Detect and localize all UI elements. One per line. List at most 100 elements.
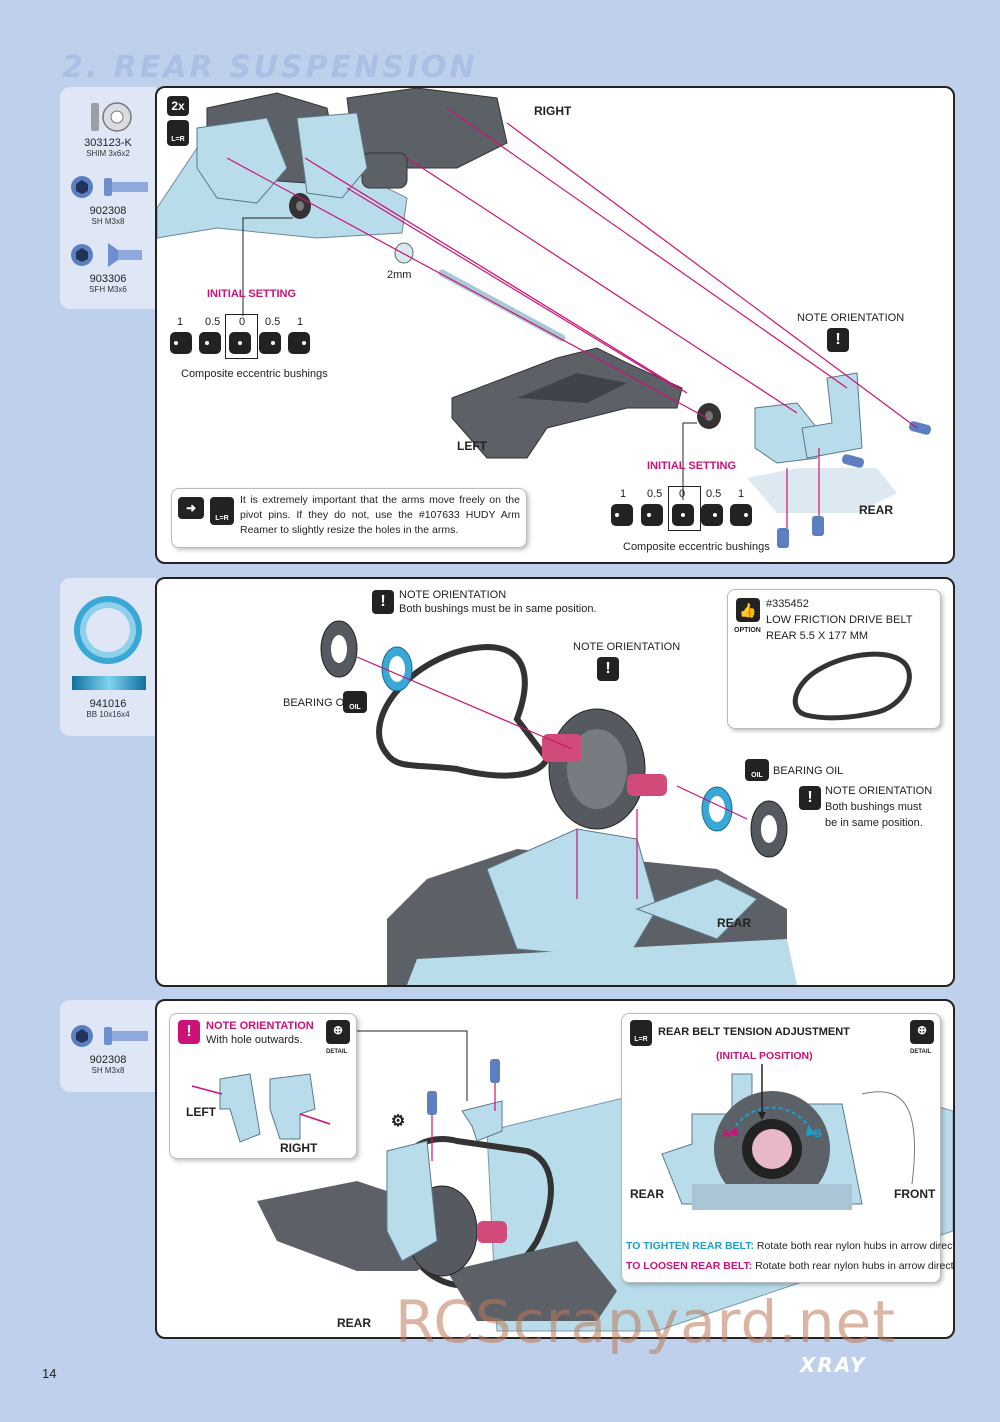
note-title: NOTE ORIENTATION — [206, 1020, 314, 1032]
step3-parts-sidebar: 902308 SH M3x8 — [60, 1000, 156, 1092]
tension-adjustment-box: L=R REAR BELT TENSION ADJUSTMENT ⊕ DETAI… — [621, 1013, 953, 1283]
bushing-icon — [229, 332, 251, 354]
note1-title: NOTE ORIENTATION — [399, 589, 507, 601]
note2-line-1: Both bushings must — [825, 801, 922, 813]
oil-icon: OIL — [745, 759, 769, 781]
sh-screw-icon — [71, 176, 148, 198]
bushing-scale-1-0: 0 — [239, 316, 246, 328]
step3-panel: ! NOTE ORIENTATION With hole outwards. ⊕… — [155, 999, 955, 1339]
gears-check-icon: ⚙ — [390, 1113, 406, 1130]
page-number: 14 — [42, 1366, 57, 1381]
loosen-row: TO LOOSEN REAR BELT: Rotate both rear ny… — [626, 1260, 955, 1272]
bushings-caption-1: Composite eccentric bushings — [181, 368, 328, 380]
option-line-3: REAR 5.5 X 177 MM — [766, 630, 869, 642]
bushing-icon — [672, 504, 694, 526]
quantity-badge: 2x — [167, 96, 189, 116]
rear-label: REAR — [717, 916, 752, 930]
tip-text: It is extremely important that the arms … — [240, 494, 520, 536]
bushing-scale-2-05l: 0.5 — [647, 488, 663, 500]
step2-panel: ! NOTE ORIENTATION Both bushings must be… — [155, 577, 955, 987]
note2-title: NOTE ORIENTATION — [825, 785, 933, 797]
bushing-scale-1-1l: 1 — [177, 316, 184, 328]
exclamation-icon: ! — [827, 328, 849, 352]
exclamation-icon: ! — [597, 657, 619, 681]
section-title: 2. REAR SUSPENSION — [62, 50, 478, 85]
tip-box: ➜ L=R It is extremely important that the… — [171, 488, 527, 548]
option-line-1: #335452 — [766, 598, 809, 610]
left-label: LEFT — [457, 439, 487, 453]
step1-parts-sidebar: 303123-K SHIM 3x6x2 902308 SH M3x8 90330… — [60, 87, 156, 309]
part-303123k: 303123-K SHIM 3x6x2 — [84, 137, 132, 158]
step2-illustration — [320, 620, 797, 985]
dir-b-label: B — [814, 1128, 822, 1140]
bushing-icon — [199, 332, 221, 354]
shim-icon — [91, 102, 132, 132]
brand-logo: XRAY — [800, 1353, 867, 1377]
initial-position: (INITIAL POSITION) — [716, 1050, 813, 1062]
tighten-row: TO TIGHTEN REAR BELT: Rotate both rear n… — [626, 1240, 955, 1252]
bearing-icon — [72, 596, 146, 690]
spacer-label: 2mm — [387, 269, 412, 281]
bushing-icon — [170, 332, 192, 354]
exclamation-icon: ! — [799, 786, 821, 810]
part-902308: 902308 SH M3x8 — [89, 205, 127, 226]
initial-setting-label-2: INITIAL SETTING — [647, 460, 737, 472]
option-line-2: LOW FRICTION DRIVE BELT — [766, 614, 913, 626]
watermark: RCScrapyard.net — [395, 1288, 896, 1356]
lr-badge-icon: L=R — [630, 1020, 652, 1046]
thumbs-up-icon: 👍 — [736, 598, 760, 622]
bushing-scale-2-1l: 1 — [620, 488, 627, 500]
bushing-icon — [730, 504, 752, 526]
step2-parts-sidebar: 941016 BB 10x16x4 — [60, 578, 156, 736]
step1-illustration — [157, 88, 932, 548]
holder-detail-illustration — [191, 1073, 331, 1143]
orientation-detail-box: ! NOTE ORIENTATION With hole outwards. ⊕… — [169, 1013, 357, 1159]
sh-screw-icon — [71, 1025, 148, 1047]
detail-label: DETAIL — [326, 1049, 348, 1055]
tension-title: REAR BELT TENSION ADJUSTMENT — [658, 1026, 850, 1038]
bushing-scale-1-05l: 0.5 — [205, 316, 221, 328]
part-941016: 941016 BB 10x16x4 — [86, 698, 130, 719]
bushing-icon — [259, 332, 281, 354]
part-903306: 903306 SFH M3x6 — [89, 273, 127, 294]
rear-label: REAR — [337, 1316, 372, 1330]
bushing-highlight-box — [225, 314, 258, 359]
exclamation-icon: ! — [178, 1020, 200, 1044]
tension-detail-illustration — [661, 1064, 916, 1210]
option-label: OPTION — [734, 627, 761, 634]
tension-front-label: FRONT — [894, 1187, 936, 1201]
arrow-right-icon: ➜ — [178, 497, 204, 519]
bearing-oil-right: BEARING OIL — [773, 765, 844, 777]
bushings-caption-2: Composite eccentric bushings — [623, 541, 770, 553]
bushing-highlight-box — [668, 486, 701, 531]
magnifier-icon: ⊕ — [326, 1020, 350, 1044]
rear-label: REAR — [859, 503, 894, 517]
bushing-icon — [701, 504, 723, 526]
dir-a-label: A — [722, 1128, 730, 1140]
note-center-title: NOTE ORIENTATION — [573, 641, 681, 653]
detail-label: DETAIL — [910, 1049, 932, 1055]
bushing-icon — [611, 504, 633, 526]
note-text: With hole outwards. — [206, 1034, 303, 1046]
drive-belt-icon — [792, 651, 912, 721]
note1-text: Both bushings must be in same position. — [399, 603, 597, 615]
step1-panel: 2x L=R RIGHT 2mm INITIAL SETTING 1 0.5 0… — [155, 86, 955, 564]
left-label: LEFT — [186, 1105, 216, 1119]
bushing-scale-2-1r: 1 — [738, 488, 745, 500]
lr-badge-icon: L=R — [210, 497, 234, 525]
right-label: RIGHT — [280, 1141, 318, 1155]
note2-line-2: be in same position. — [825, 817, 923, 829]
bushing-scale-1-05r: 0.5 — [265, 316, 281, 328]
option-box: 👍 OPTION #335452 LOW FRICTION DRIVE BELT… — [727, 589, 941, 729]
bushing-scale-2-05r: 0.5 — [706, 488, 722, 500]
note-orientation-label: NOTE ORIENTATION — [797, 312, 905, 324]
bearing-oil-left: BEARING OIL — [283, 697, 354, 709]
initial-setting-label-1: INITIAL SETTING — [207, 288, 297, 300]
lr-badge-icon: L=R — [167, 120, 189, 146]
bushing-scale-2-0: 0 — [679, 488, 686, 500]
bushing-icon — [288, 332, 310, 354]
sfh-screw-icon — [71, 243, 142, 267]
part-902308: 902308 SH M3x8 — [89, 1054, 127, 1075]
tension-rear-label: REAR — [630, 1187, 665, 1201]
right-label: RIGHT — [534, 104, 572, 118]
